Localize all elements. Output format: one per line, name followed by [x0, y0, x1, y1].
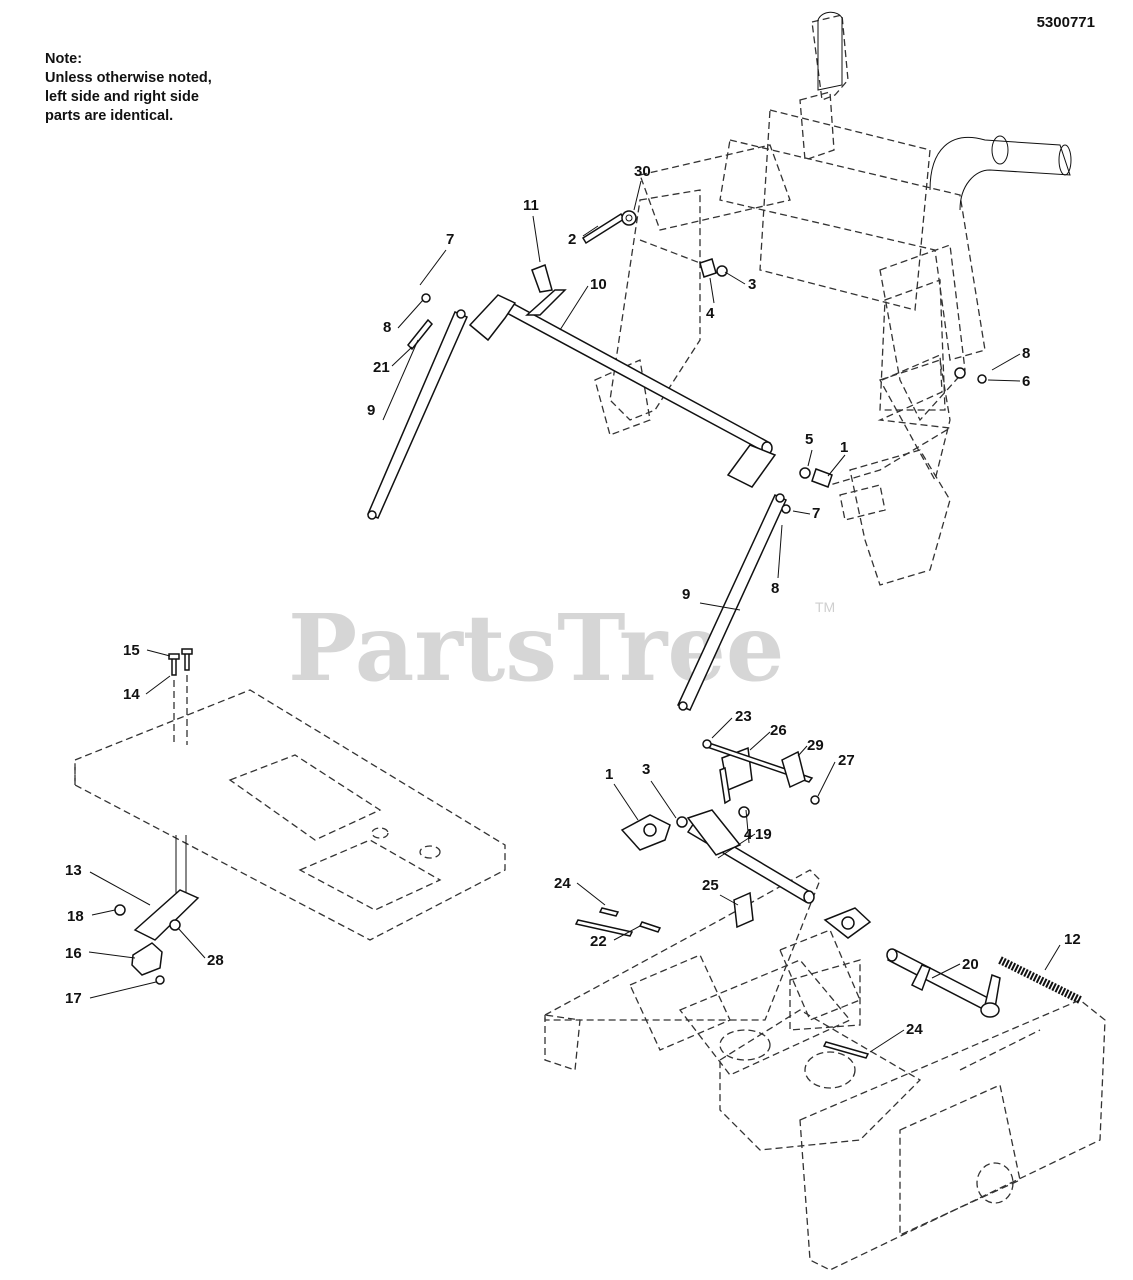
callout-label: 29	[807, 737, 824, 754]
watermark-trademark: TM	[815, 599, 835, 615]
callout-label: 9	[682, 586, 690, 603]
upper-hardware	[406, 210, 987, 514]
callout-label: 8	[771, 580, 779, 597]
shaft-left-bracket	[468, 294, 517, 342]
shaft-right-plate	[726, 444, 777, 488]
note-line: parts are identical.	[45, 108, 174, 124]
callout-label: 13	[65, 862, 82, 879]
left-handle-tube	[817, 11, 843, 91]
note-line: left side and right side	[45, 89, 199, 105]
bracket-assembly	[702, 739, 820, 818]
callout-label: 9	[367, 402, 375, 419]
callout-label: 6	[1022, 373, 1030, 390]
callout-label: 25	[702, 877, 719, 894]
callout-label: 10	[590, 276, 607, 293]
callout-label: 12	[1064, 931, 1081, 948]
callout-label: 16	[65, 945, 82, 962]
callout-label: 28	[207, 952, 224, 969]
callout-label: 18	[67, 908, 84, 925]
part-number: 5300771	[1036, 14, 1095, 31]
note-line: Unless otherwise noted,	[45, 70, 212, 86]
chassis-reference	[544, 869, 1106, 1271]
callout-label: 1	[840, 439, 848, 456]
spring-12	[998, 956, 1082, 1004]
bearing-flange-right	[823, 907, 872, 939]
callout-label: 8	[383, 319, 391, 336]
bearing-flange-left	[620, 814, 671, 851]
callout-label: 24	[906, 1021, 923, 1038]
leader-lines	[88, 180, 1061, 1053]
callout-labels: 30 11 7 2 10 3 8 4 21 8 6 9 5 1 7 8 9 15…	[65, 163, 1081, 1038]
callout-label: 7	[812, 505, 820, 522]
callout-label: 8	[1022, 345, 1030, 362]
callout-label: 21	[373, 359, 390, 376]
callout-label: 15	[123, 642, 140, 659]
callout-label: 20	[962, 956, 979, 973]
callout-label: 24	[554, 875, 571, 892]
callout-label: 14	[123, 686, 140, 703]
deck-reference	[74, 689, 506, 941]
nut-3	[676, 816, 688, 828]
bolts-lower	[574, 907, 870, 1059]
upper-frame-reference	[594, 14, 986, 586]
callout-label: 26	[770, 722, 787, 739]
callout-label: 30	[634, 163, 651, 180]
note-block: Note: Unless otherwise noted, left side …	[45, 50, 285, 126]
right-handle-tube	[929, 135, 1072, 211]
callout-label: 4	[706, 305, 715, 322]
pivot-shaft	[686, 809, 815, 904]
callout-label: 11	[523, 197, 539, 214]
link-arm-right	[676, 493, 787, 711]
upper-leader-dashes	[639, 239, 952, 486]
callout-label: 1	[605, 766, 613, 783]
callout-label: 7	[446, 231, 454, 248]
callout-label: 27	[838, 752, 855, 769]
callout-label: 17	[65, 990, 82, 1007]
callout-label: 23	[735, 708, 752, 725]
callout-label: 3	[748, 276, 756, 293]
lift-shaft	[503, 302, 773, 455]
callout-label: 19	[755, 826, 772, 843]
callout-label: 5	[805, 431, 813, 448]
link-arm-left	[367, 309, 468, 520]
lift-handle-rod	[525, 264, 567, 316]
bracket-25	[733, 891, 754, 929]
callout-label: 3	[642, 761, 650, 778]
callout-label: 22	[590, 933, 607, 950]
callout-label: 2	[568, 231, 576, 248]
note-heading: Note:	[45, 51, 83, 67]
arm-20	[886, 948, 1001, 1018]
